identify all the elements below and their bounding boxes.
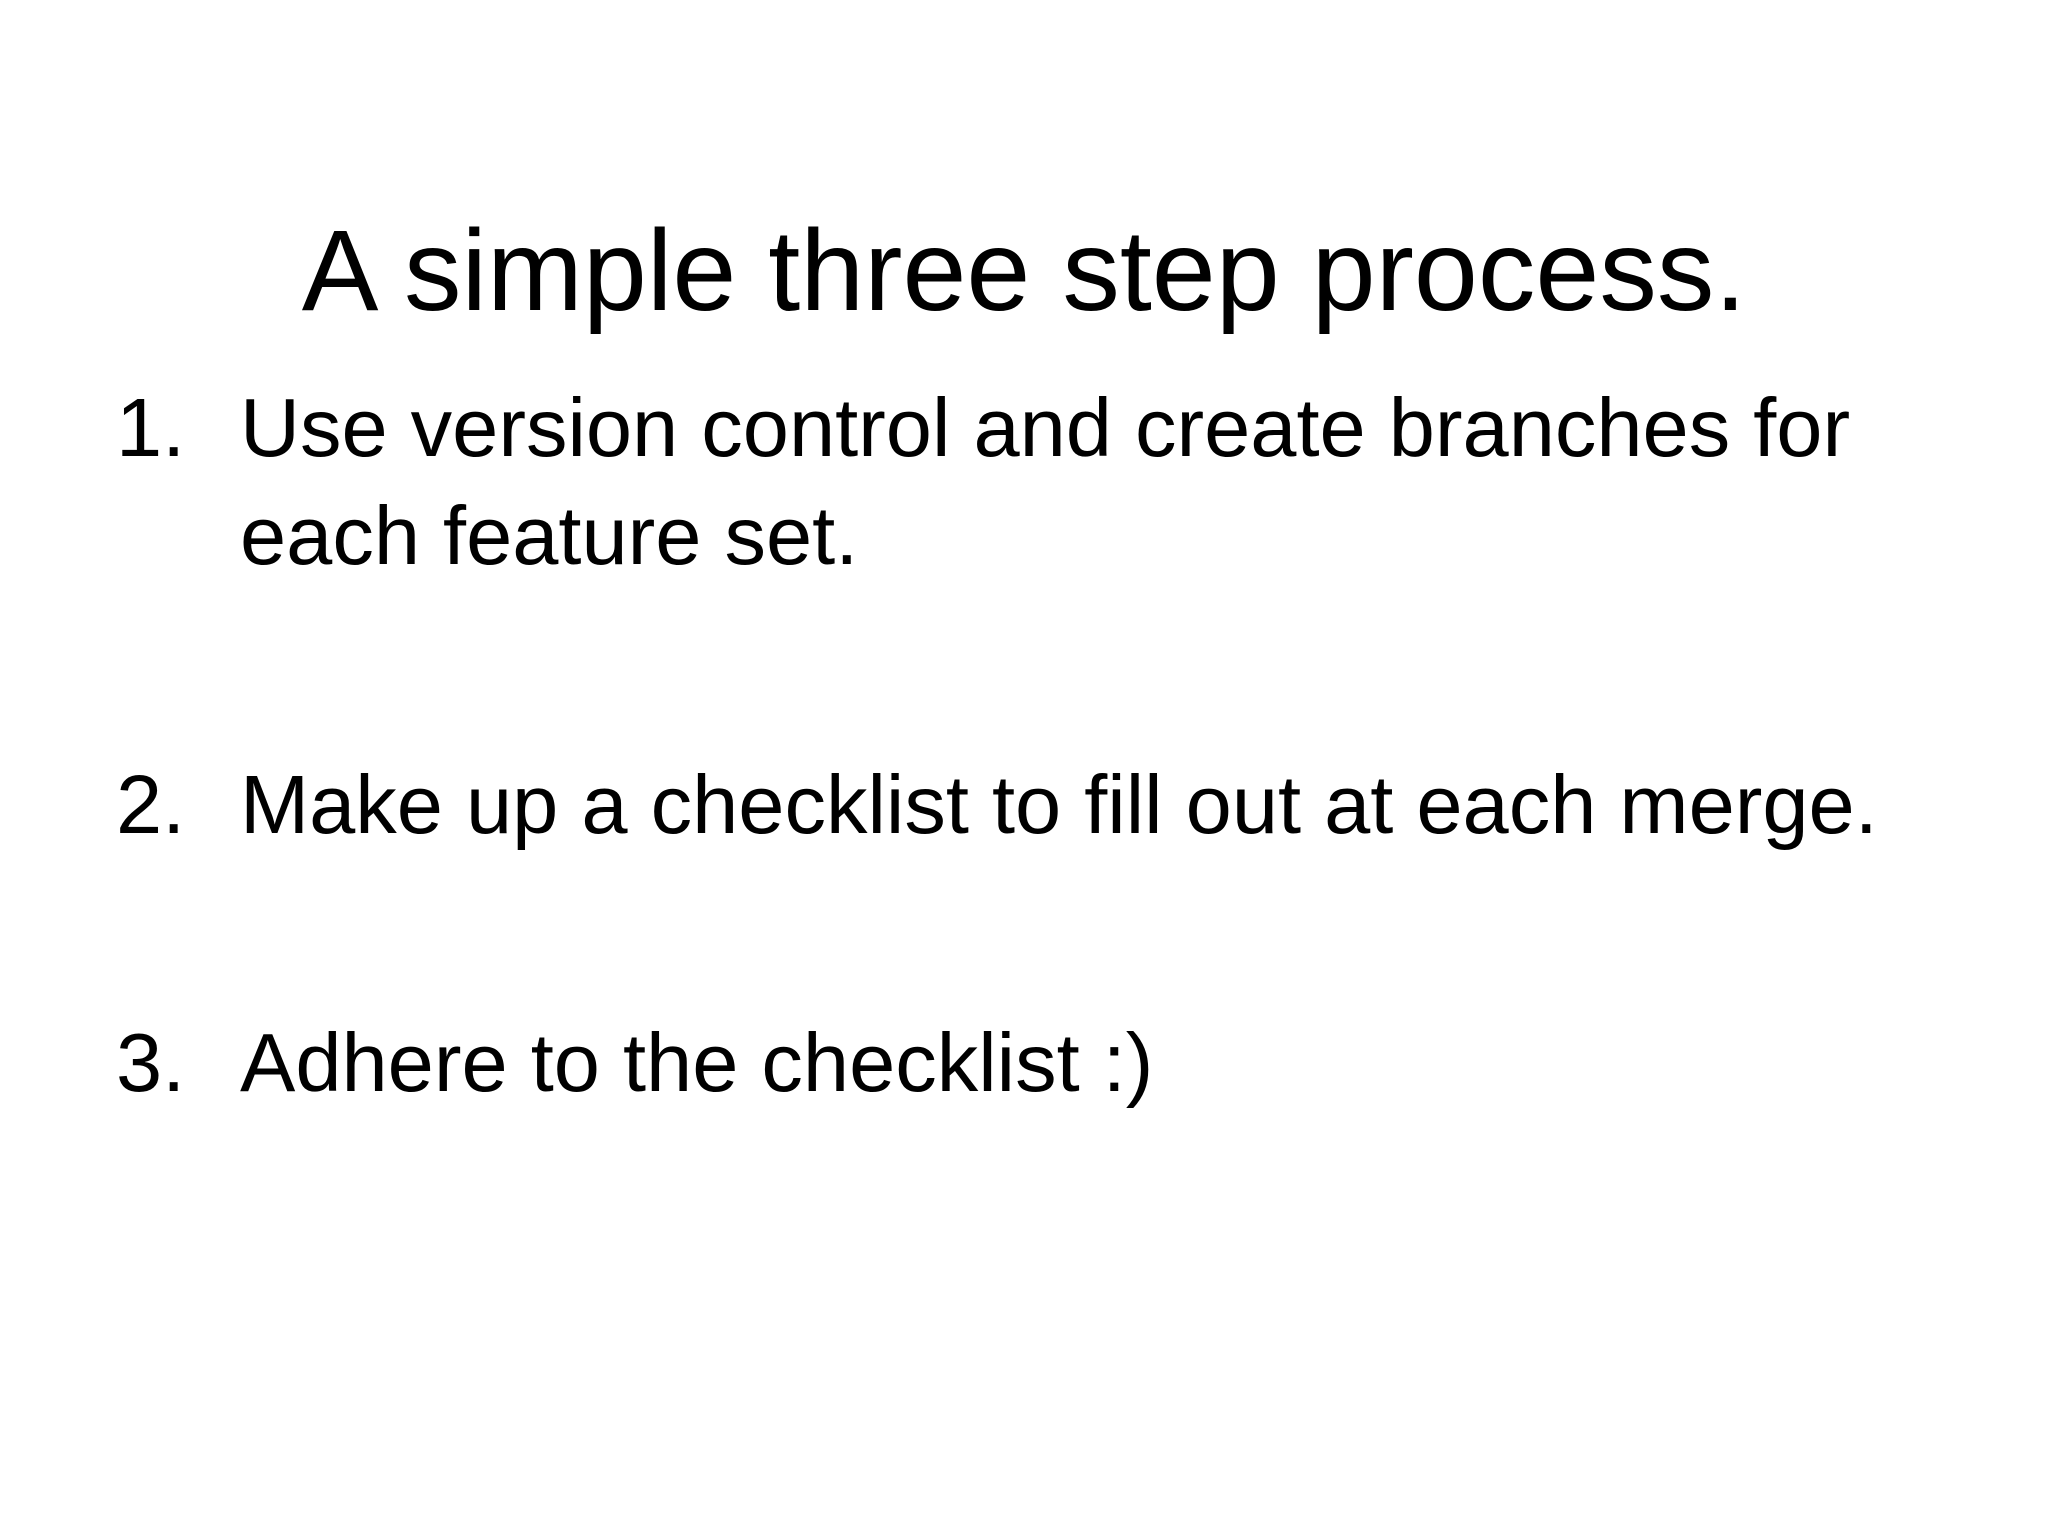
numbered-list: 1. Use version control and create branch…: [116, 0, 1988, 1536]
slide-title: A simple three step process.: [301, 207, 1747, 336]
item-text-line: Make up a checklist to fill out at each …: [240, 758, 1878, 851]
list-item: 1. Use version control and create branch…: [116, 374, 1988, 590]
item-text: Use version control and create branches …: [240, 374, 1988, 590]
item-text-line: Adhere to the checklist :): [240, 1016, 1154, 1109]
list-item: 2. Make up a checklist to fill out at ea…: [116, 751, 1988, 859]
item-text: Make up a checklist to fill out at each …: [240, 751, 1988, 859]
list-item: 3. Adhere to the checklist :): [116, 1009, 1988, 1117]
item-text-line: each feature set.: [240, 489, 859, 582]
item-number: 3.: [116, 1016, 186, 1109]
item-text-line: Use version control and create branches …: [240, 381, 1851, 474]
item-text: Adhere to the checklist :): [240, 1009, 1988, 1117]
item-number: 2.: [116, 758, 186, 851]
item-number: 1.: [116, 381, 186, 474]
